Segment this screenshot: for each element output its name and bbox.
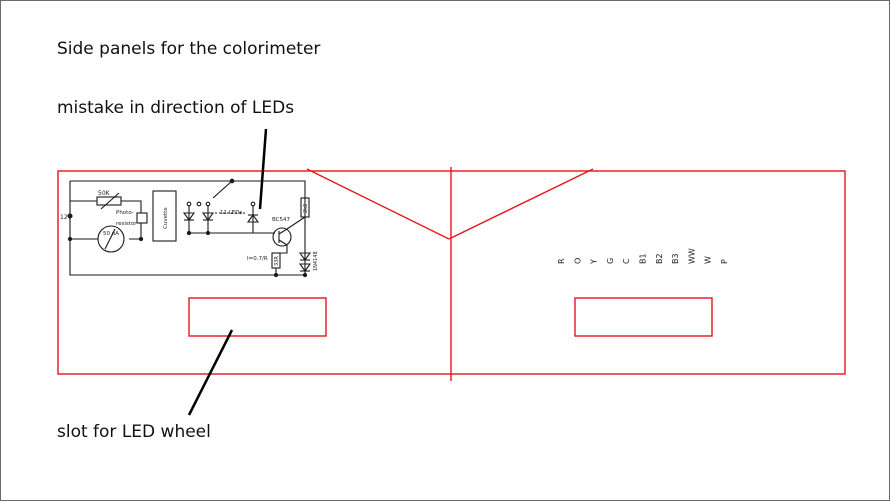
led-wheel-slot-right: [574, 297, 713, 337]
led-node-3: [205, 201, 211, 207]
led-node-2: [196, 201, 202, 207]
pot-resistor: [96, 196, 122, 206]
led-note-pointer: [258, 128, 268, 210]
resistor-2k2: [300, 197, 310, 218]
junction-4: [205, 230, 211, 236]
led-wheel-slot-left: [188, 297, 327, 337]
switch-pivot: [229, 178, 235, 184]
led-color-label: C: [622, 258, 631, 264]
led-color-label: Y: [590, 259, 599, 265]
cuvette-label: Cuvette: [163, 207, 169, 229]
pot-to-ldr-wire: [121, 200, 142, 213]
led-symbol-1: [182, 212, 196, 221]
led-color-label: W: [704, 256, 713, 264]
meter-needle: [104, 228, 116, 250]
ground-wire: [69, 181, 305, 276]
resistor-bottom-label: 33R: [274, 256, 280, 266]
leds-label: 11 LEDs: [220, 210, 243, 216]
junction-3: [186, 230, 192, 236]
led-color-label: B2: [655, 253, 664, 264]
current-label: I=0.7/R: [247, 256, 268, 262]
led-color-label: R: [557, 258, 566, 264]
microammeter: [97, 225, 125, 253]
collector-wire: [286, 216, 306, 230]
junction-5: [273, 272, 279, 278]
led-color-label: P: [720, 259, 729, 264]
led-color-label: B3: [671, 253, 680, 264]
junction-6: [302, 272, 308, 278]
junction-2: [138, 236, 144, 242]
diagram-title: Side panels for the colorimeter: [57, 39, 321, 59]
led-symbol-2: [201, 212, 215, 221]
supply-wire: [70, 180, 306, 275]
led-color-label: WW: [687, 248, 696, 264]
led-direction-note: mistake in direction of LEDs: [57, 98, 295, 118]
led-node-4: [250, 201, 256, 207]
supply-terminal: [67, 213, 73, 219]
led-node-1: [186, 201, 192, 207]
pot-arrow: [100, 192, 120, 210]
selector-switch: [212, 180, 233, 199]
resistor-top-label: 2k2: [303, 204, 309, 213]
panel-outlines: [57, 167, 846, 381]
transistor-emitter: [278, 239, 288, 246]
led-symbol-3: [246, 214, 260, 223]
led-color-label: O: [573, 258, 582, 264]
transistor-collector: [278, 228, 288, 235]
photoresistor-label-1: Photo-: [116, 210, 134, 216]
circuit-schematic: [67, 178, 312, 278]
cuvette-block: [152, 190, 177, 242]
junction-1: [67, 236, 73, 242]
led-wheel-slot-note: slot for LED wheel: [57, 422, 211, 442]
photoresistor: [136, 212, 148, 224]
diode-label: 1N4148: [313, 251, 319, 271]
transistor-label: BC547: [272, 217, 291, 223]
led-color-label: G: [606, 258, 615, 264]
transistor-bc547: [272, 227, 292, 247]
photoresistor-label-2: resistor: [116, 221, 137, 227]
supply-label: 12V: [60, 214, 73, 221]
panel-v-cut-left: [306, 168, 450, 240]
slot-note-pointer: [187, 329, 234, 416]
diode-2: [298, 263, 312, 272]
pot-label: 50K: [98, 190, 111, 197]
diode-1: [298, 252, 312, 261]
led-color-label: B1: [639, 253, 648, 264]
meter-label: 50 uA: [103, 231, 119, 237]
panel-v-cut-right: [448, 168, 594, 240]
